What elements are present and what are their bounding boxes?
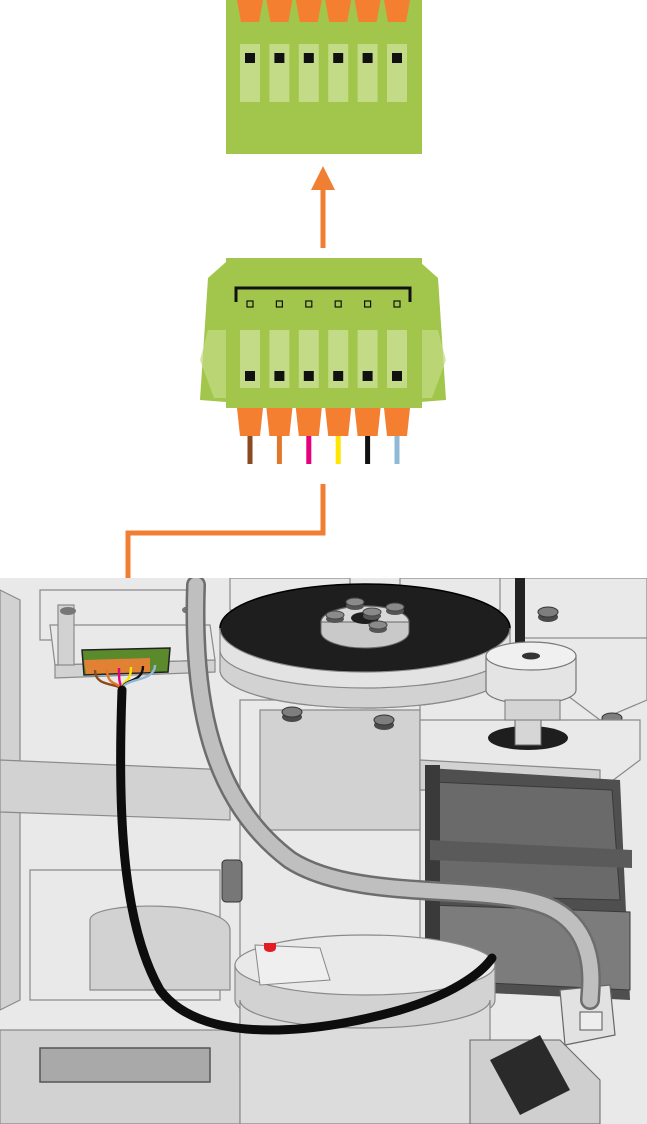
top-terminal	[354, 0, 381, 22]
wire	[394, 436, 400, 464]
top-terminal	[237, 0, 263, 22]
top-connector	[226, 0, 422, 154]
screw-head	[385, 602, 405, 612]
plug-slot-hole	[362, 371, 373, 381]
top-slot-hole	[392, 53, 402, 63]
plug-pin-holes	[246, 300, 401, 308]
plug-terminal	[295, 408, 322, 436]
plug-connector-terminals	[237, 408, 410, 436]
top-slot-hole	[245, 53, 255, 63]
top-terminal	[266, 0, 293, 22]
top-connector-terminals	[237, 0, 410, 22]
top-slot-hole	[274, 53, 285, 63]
top-terminal	[325, 0, 352, 22]
pin-hole	[364, 300, 372, 308]
bolt-head	[281, 706, 303, 718]
top-slot-window	[357, 44, 378, 102]
plug-terminal	[354, 408, 381, 436]
plug-slot-hole	[245, 371, 255, 381]
support-rod	[0, 759, 231, 821]
wire	[306, 436, 312, 464]
shaft-coupler	[485, 641, 577, 721]
plug-terminal	[384, 408, 410, 436]
plug-bracket	[234, 286, 412, 302]
wire	[276, 436, 282, 464]
plug-slot-hole	[303, 371, 314, 381]
cable-icon	[116, 685, 497, 1035]
pin-hole	[393, 300, 401, 308]
top-slot-window	[328, 44, 349, 102]
top-slot-window	[387, 44, 407, 102]
bolt-head	[537, 606, 559, 618]
plug-terminal	[325, 408, 352, 436]
plug-terminal	[266, 408, 293, 436]
pin-hole	[246, 300, 254, 308]
pin-hole	[305, 300, 313, 308]
top-terminal	[295, 0, 322, 22]
indicator-led	[264, 943, 276, 952]
top-slot-hole	[333, 53, 344, 63]
plug-connector	[200, 258, 446, 464]
top-slot-hole	[303, 53, 314, 63]
wire	[247, 436, 253, 464]
top-connector-slots	[240, 44, 407, 102]
screw-head	[325, 610, 345, 620]
top-slot-hole	[362, 53, 373, 63]
screw-head	[362, 607, 382, 617]
wire	[365, 436, 371, 464]
arrow-up-icon	[311, 166, 335, 248]
terminal-board	[81, 647, 171, 676]
bolt-head	[373, 714, 395, 726]
turntable-disc	[219, 583, 511, 709]
pin-hole	[334, 300, 342, 308]
top-slot-window	[269, 44, 290, 102]
top-slot-window	[298, 44, 319, 102]
pin-hole	[275, 300, 283, 308]
stepper-motor-icon	[425, 765, 632, 1000]
wire	[335, 436, 341, 464]
plug-slot-hole	[333, 371, 344, 381]
top-terminal	[384, 0, 410, 22]
top-slot-window	[240, 44, 260, 102]
screw-head	[345, 597, 365, 607]
cable-gland	[469, 984, 616, 1124]
screw-head	[368, 620, 388, 630]
plug-connector-slots	[240, 330, 407, 388]
plug-terminal	[237, 408, 263, 436]
plug-slot-hole	[392, 371, 402, 381]
machine-scene	[0, 578, 647, 1124]
plug-wires	[247, 436, 400, 464]
plug-slot-hole	[274, 371, 285, 381]
